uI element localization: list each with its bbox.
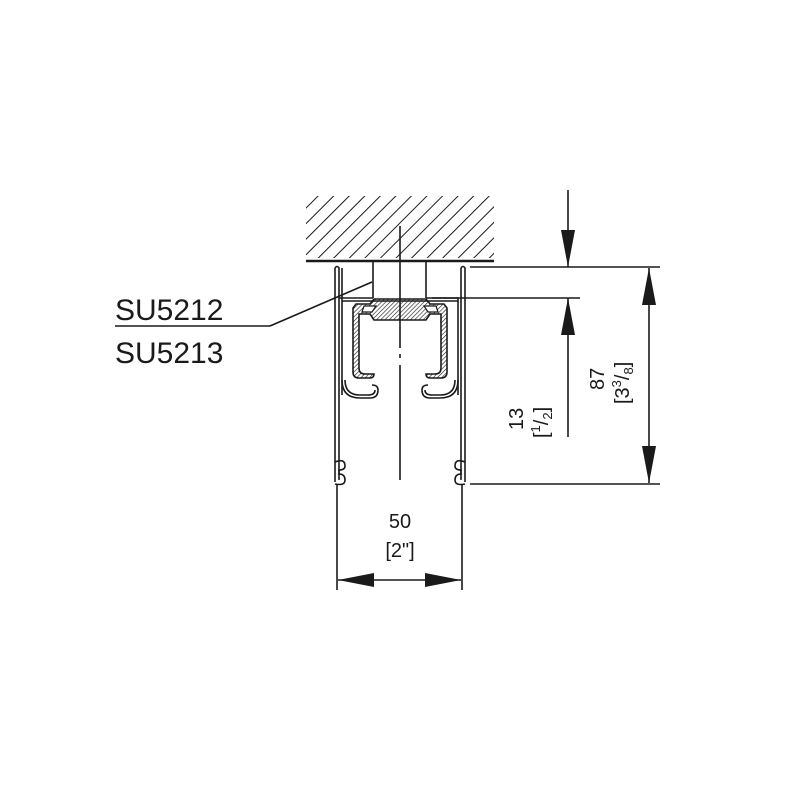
part-label-su5212: SU5212 — [115, 294, 223, 327]
top-offset-dimension-label: 13 [1/2] — [506, 407, 555, 438]
total-height-dimension-label: 87 [33/8] — [587, 362, 636, 404]
carrier-profile — [352, 298, 448, 379]
extension-lines — [432, 266, 660, 485]
part-label-su5213: SU5213 — [115, 337, 223, 370]
total-height-imperial: [33/8] — [609, 362, 636, 404]
top-offset-imperial: [1/2] — [528, 407, 555, 438]
total-height-dimension — [642, 268, 656, 483]
outer-track-profile — [334, 265, 466, 486]
width-dimension — [336, 484, 463, 590]
part-label-leader — [115, 281, 373, 327]
width-dimension-imperial: [2"] — [385, 540, 414, 562]
top-offset-metric: 13 — [506, 408, 528, 430]
top-offset-dimension — [561, 190, 575, 437]
mounting-spacer — [372, 262, 427, 298]
width-dimension-metric: 50 — [389, 511, 411, 533]
total-height-metric: 87 — [587, 368, 609, 390]
